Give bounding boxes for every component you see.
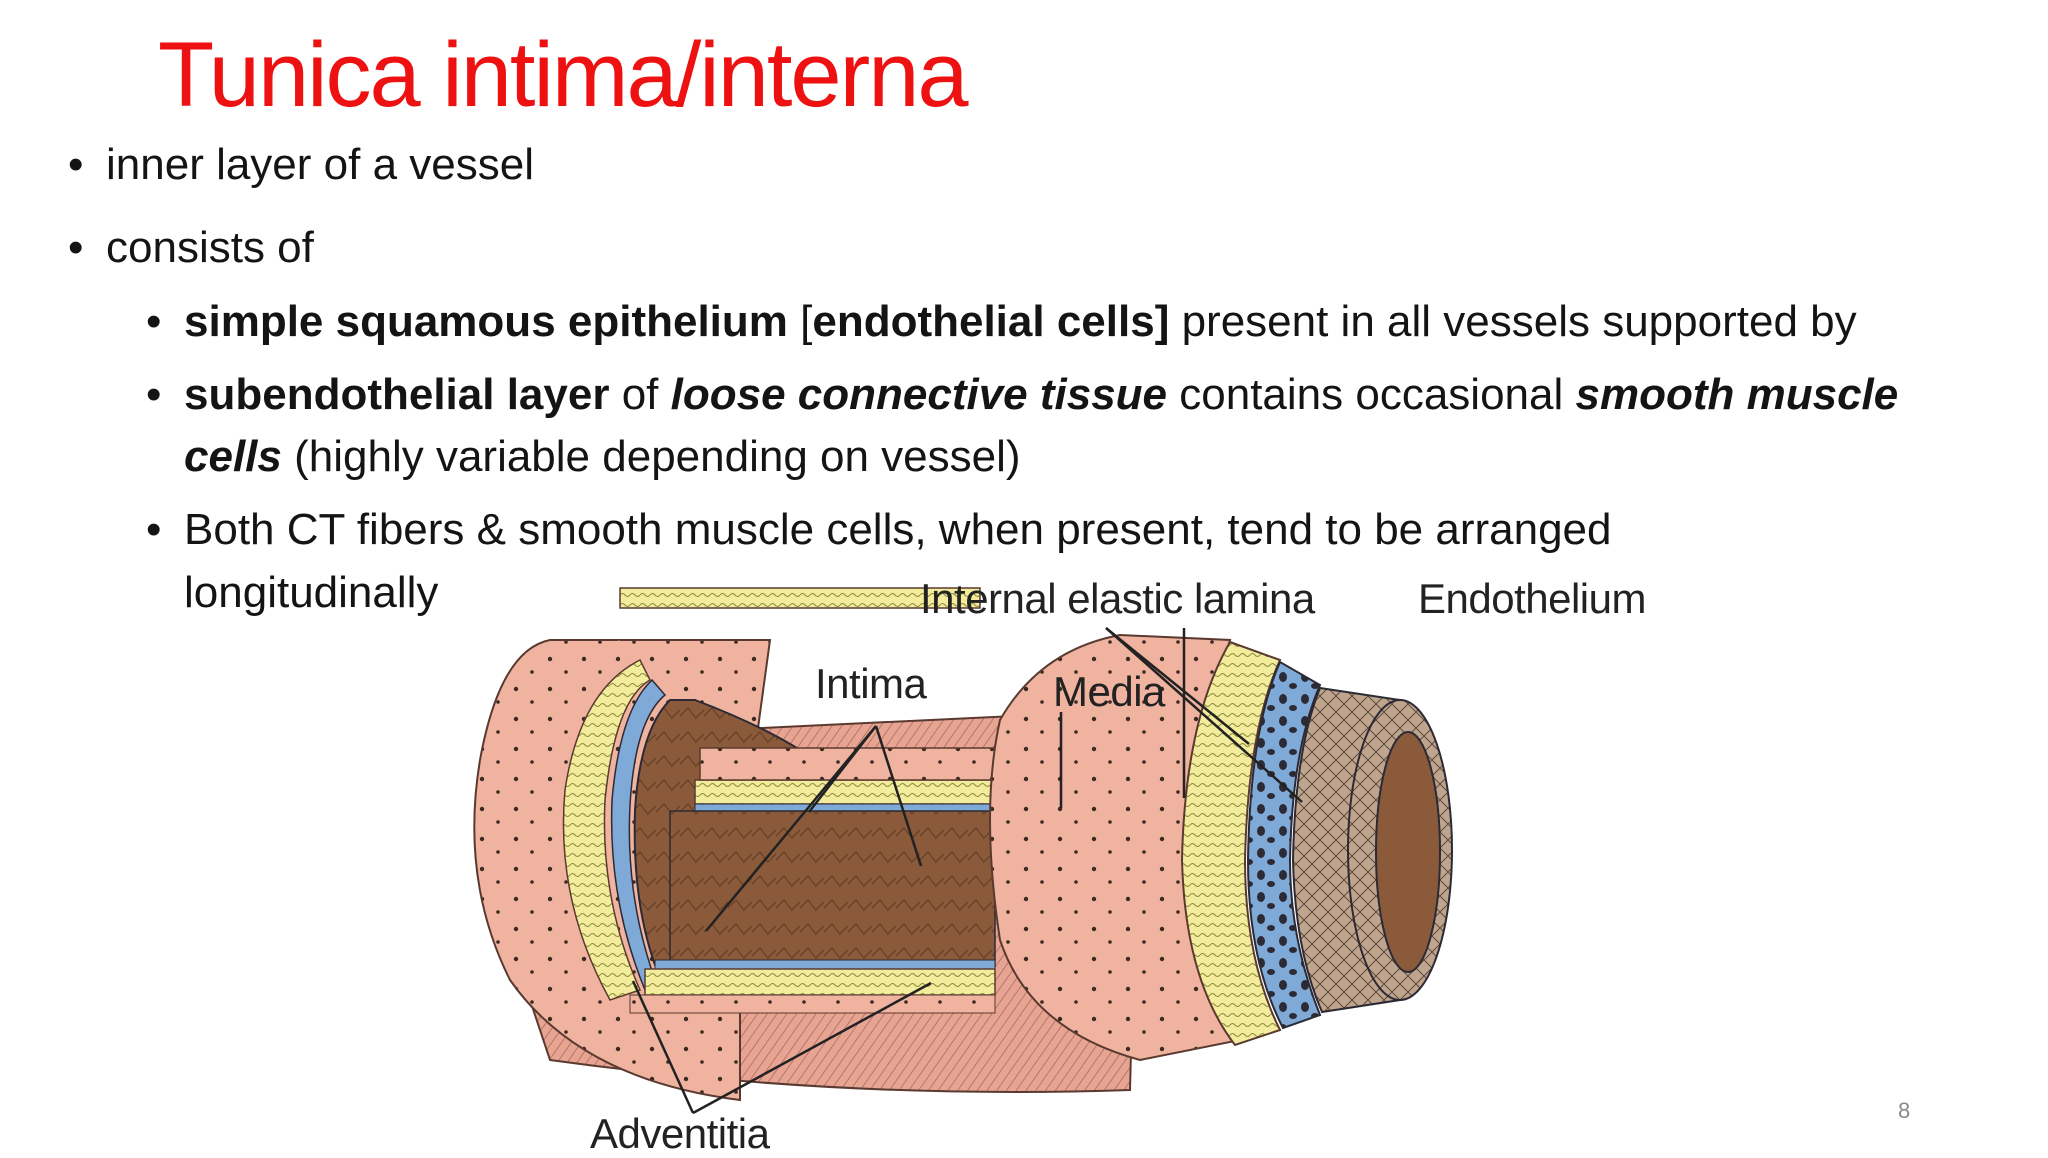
media-left	[562, 658, 651, 1001]
text-fragment: contains occasional	[1167, 370, 1576, 419]
text-fragment: present in all vessels supported by	[1169, 297, 1857, 346]
label-endothelium: Endothelium	[1418, 575, 1646, 622]
elastic-top-strip	[694, 803, 996, 812]
media-right	[1180, 640, 1282, 1047]
bullet-text: Both CT fibers & smooth muscle cells, wh…	[184, 505, 1612, 554]
vessel-diagram: Internal elastic lamina Endothelium Inti…	[440, 560, 1960, 1157]
media-channel-top	[619, 587, 981, 609]
bullet-text: consists of	[106, 223, 314, 272]
bullet-dot: •	[146, 370, 162, 419]
label-internal-elastic-lamina: Internal elastic lamina	[920, 575, 1315, 622]
term-simple-squamous: simple squamous epithelium	[184, 297, 788, 346]
lumen-main	[669, 810, 996, 967]
media-top-strip	[694, 779, 996, 805]
vessel-illustration	[473, 587, 1453, 1115]
page-number: 8	[1898, 1098, 1911, 1123]
elastic-bottom-strip	[654, 959, 996, 970]
term-subendothelial-layer: subendothelial layer	[184, 370, 610, 419]
bullet-dot: •	[146, 505, 162, 554]
term-endothelial-cells: endothelial cells]	[812, 297, 1170, 346]
bullet-text: longitudinally	[184, 568, 439, 617]
subbullet-ct-fibers-cont: longitudinally	[184, 563, 438, 623]
bullet-dot: •	[68, 223, 84, 272]
subbullet-subendothelial: • subendothelial layer of loose connecti…	[146, 365, 1899, 425]
bullet-dot: •	[68, 140, 84, 189]
term-cells: cells	[184, 432, 282, 481]
bullet-text: inner layer of a vessel	[106, 140, 534, 189]
media-bottom-strip	[644, 968, 996, 996]
text-fragment: (highly variable depending on vessel)	[281, 432, 1021, 481]
lumen-end-inner	[1375, 731, 1441, 973]
slide-title: Tunica intima/interna	[158, 24, 969, 126]
elastic-right	[1246, 660, 1322, 1030]
bullet-inner-layer: • inner layer of a vessel	[68, 135, 534, 195]
bullet-dot: •	[146, 297, 162, 346]
term-loose-connective-tissue: loose connective tissue	[670, 370, 1168, 419]
text-fragment: [	[787, 297, 813, 346]
label-media: Media	[1053, 668, 1165, 715]
subbullet-subendothelial-cont: cells (highly variable depending on vess…	[184, 427, 1021, 487]
bullet-consists-of: • consists of	[68, 218, 314, 278]
leader-lines	[631, 627, 1303, 1115]
label-intima: Intima	[815, 660, 927, 707]
label-adventitia: Adventitia	[590, 1110, 770, 1157]
term-smooth-muscle: smooth muscle	[1575, 370, 1899, 419]
subbullet-ct-fibers: • Both CT fibers & smooth muscle cells, …	[146, 500, 1612, 560]
adventitia-bottom-strip	[629, 994, 996, 1014]
text-fragment: of	[609, 370, 671, 419]
subbullet-simple-squamous: • simple squamous epithelium [endothelia…	[146, 292, 1857, 352]
